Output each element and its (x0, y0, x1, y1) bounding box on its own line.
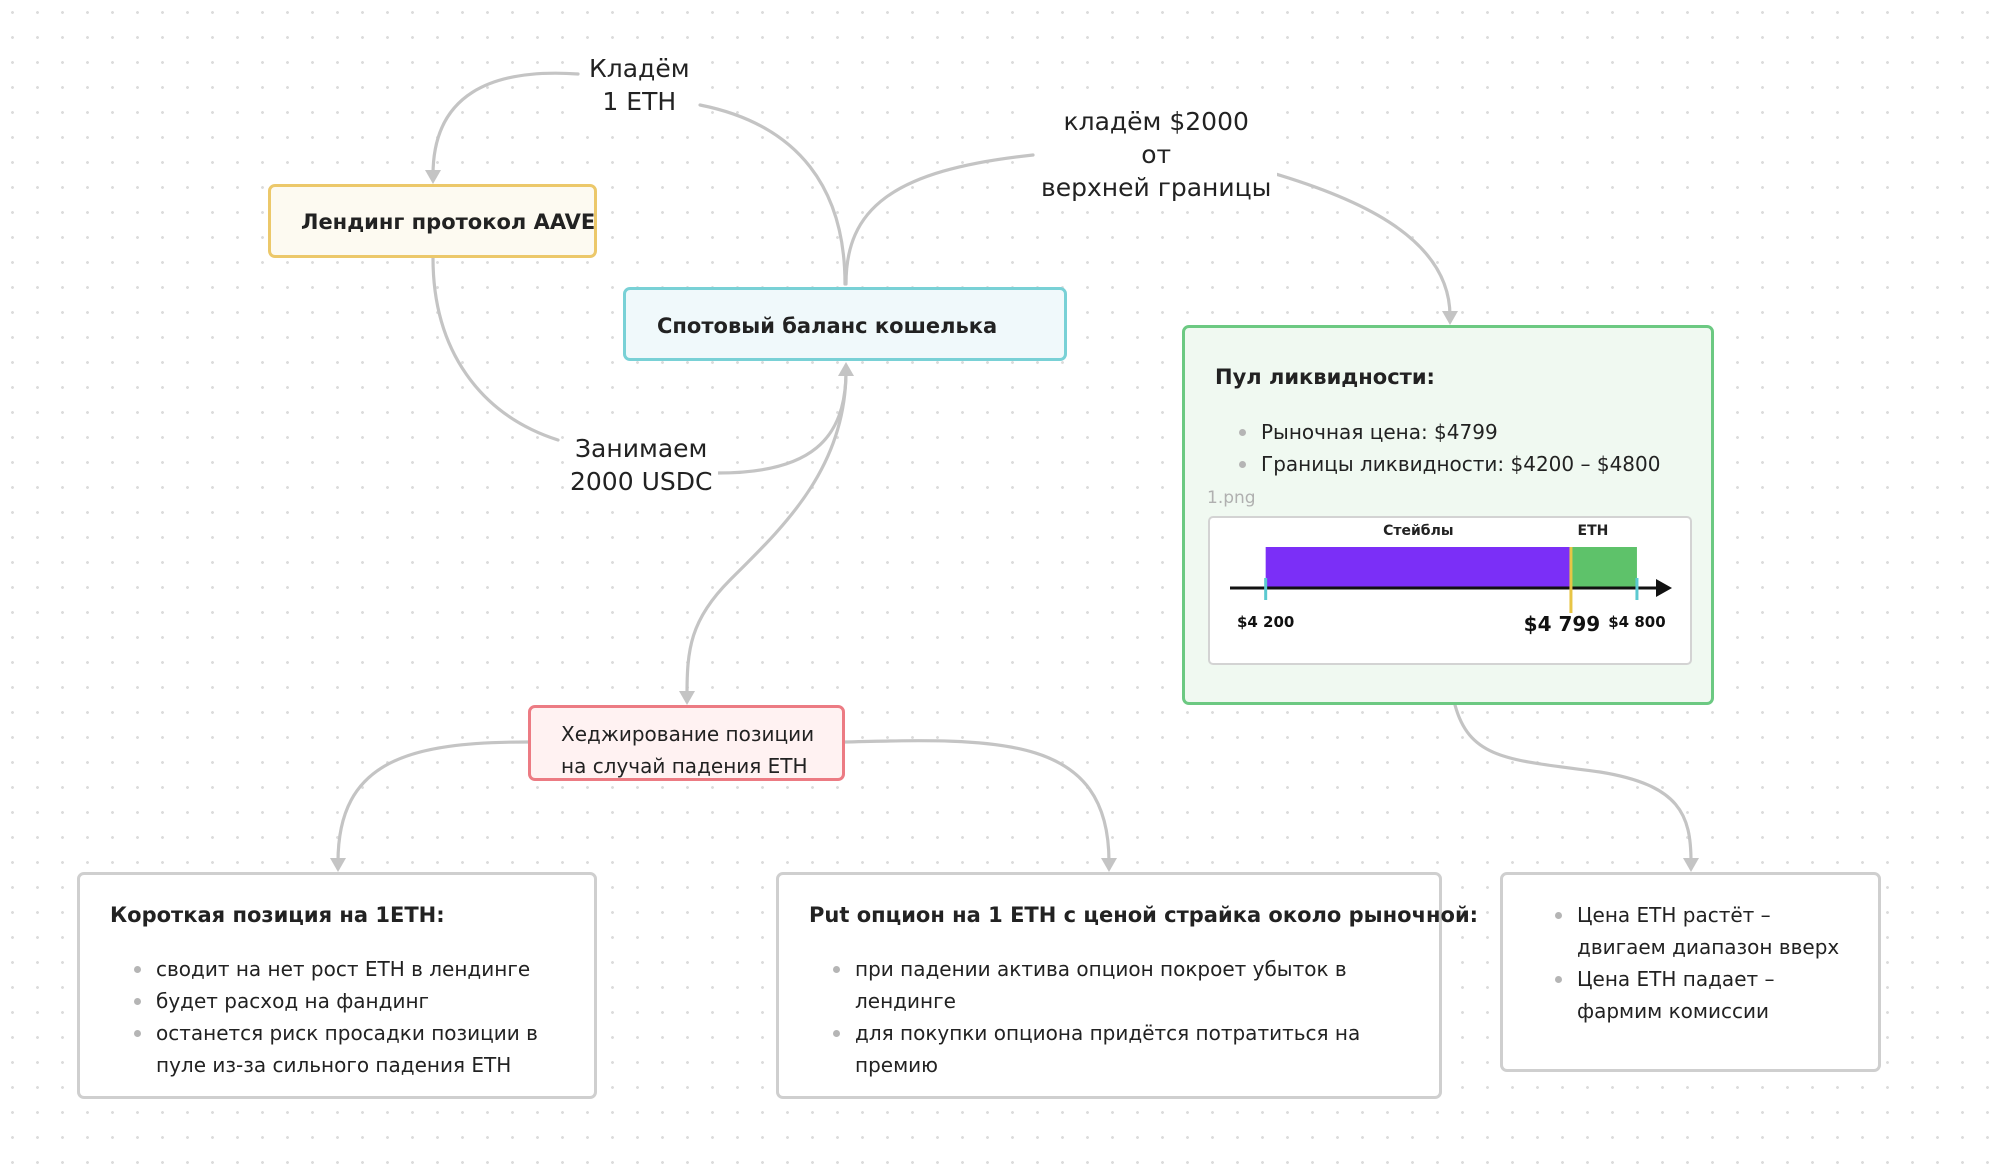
edge-hedge-put (843, 739, 1111, 864)
image-caption: 1.png (1207, 488, 1256, 508)
list-item: Границы ликвидности: $4200 – $4800 (1237, 448, 1660, 480)
list-item: Цена ETH растёт – двигаем диапазон вверх (1553, 899, 1853, 963)
edge-label-deposit-eth: Кладём 1 ETH (583, 52, 696, 118)
node-eth-scenarios[interactable]: Цена ETH растёт – двигаем диапазон вверх… (1500, 872, 1881, 1072)
arrowhead-short (330, 858, 346, 872)
range-bar-label-0: Стейблы (1383, 523, 1453, 539)
list-item: останется риск просадки позиции в пуле и… (132, 1017, 562, 1081)
axis-arrow-icon (1656, 579, 1672, 597)
node-pool-title: Пул ликвидности: (1215, 365, 1435, 389)
range-chart-image[interactable]: Стейблы ETH $4 200 $4 799 $4 800 (1208, 516, 1692, 665)
node-hedge[interactable]: Хеджирование позиции на случай падения E… (528, 705, 845, 781)
tick-label-0: $4 200 (1237, 613, 1294, 631)
edge-wallet-hedge (685, 369, 848, 697)
node-wallet[interactable]: Спотовый баланс кошелька (623, 287, 1067, 361)
arrowhead-scenarios (1683, 858, 1699, 872)
node-short-position[interactable]: Короткая позиция на 1ETH: сводит на нет … (77, 872, 597, 1099)
edge-label-deposit-usd: кладём $2000 от верхней границы (1035, 105, 1278, 204)
edge-aave-borrow (431, 256, 560, 442)
arrowhead-put (1101, 858, 1117, 872)
list-item: Рыночная цена: $4799 (1237, 416, 1660, 448)
list-item: будет расход на фандинг (132, 985, 562, 1017)
tick-label-1: $4 799 (1524, 612, 1601, 636)
list-item: для покупки опциона придётся потратиться… (831, 1017, 1391, 1081)
arrowhead-wallet (838, 362, 854, 376)
list-item: при падении актива опцион покроет убыток… (831, 953, 1391, 1017)
node-put-option[interactable]: Put опцион на 1 ETH с ценой страйка окол… (776, 872, 1478, 1099)
edge-pool-scenarios (1453, 703, 1693, 864)
tick-label-2: $4 800 (1608, 613, 1665, 631)
node-short-title: Короткая позиция на 1ETH: (110, 903, 445, 927)
edge-hedge-short (336, 740, 530, 864)
range-bar-1 (1570, 547, 1637, 588)
edge-to-pool (1260, 168, 1452, 318)
node-liquidity-pool[interactable]: Пул ликвидности: Рыночная цена: $4799 Гр… (1182, 325, 1714, 705)
pool-bullet-list: Рыночная цена: $4799 Границы ликвидности… (1237, 416, 1660, 480)
short-bullet-list: сводит на нет рост ETH в лендинге будет … (132, 953, 562, 1081)
range-bar-label-1: ETH (1578, 523, 1609, 539)
list-item: сводит на нет рост ETH в лендинге (132, 953, 562, 985)
edge-deposit-usd (844, 153, 1035, 286)
edge-to-aave (431, 71, 580, 177)
range-bar-0 (1265, 547, 1571, 588)
list-item: Цена ETH падает – фармим комиссии (1553, 963, 1853, 1027)
liquidity-range-chart: Стейблы ETH $4 200 $4 799 $4 800 (1230, 523, 1672, 636)
put-bullet-list: при падении актива опцион покроет убыток… (831, 953, 1391, 1081)
arrowhead-hedge (679, 691, 695, 705)
arrowhead-pool (1442, 311, 1458, 325)
arrowhead-aave (425, 170, 441, 184)
edge-deposit-eth (698, 103, 847, 286)
eth-scenarios-bullet-list: Цена ETH растёт – двигаем диапазон вверх… (1553, 899, 1853, 1027)
edge-label-borrow: Занимаем 2000 USDC (564, 432, 719, 498)
node-wallet-title: Спотовый баланс кошелька (657, 314, 998, 338)
node-put-title: Put опцион на 1 ETH с ценой страйка окол… (809, 903, 1479, 927)
node-hedge-text: Хеджирование позиции на случай падения E… (561, 722, 815, 778)
node-aave[interactable]: Лендинг протокол AAVE (268, 184, 597, 258)
node-aave-title: Лендинг протокол AAVE (301, 210, 596, 234)
